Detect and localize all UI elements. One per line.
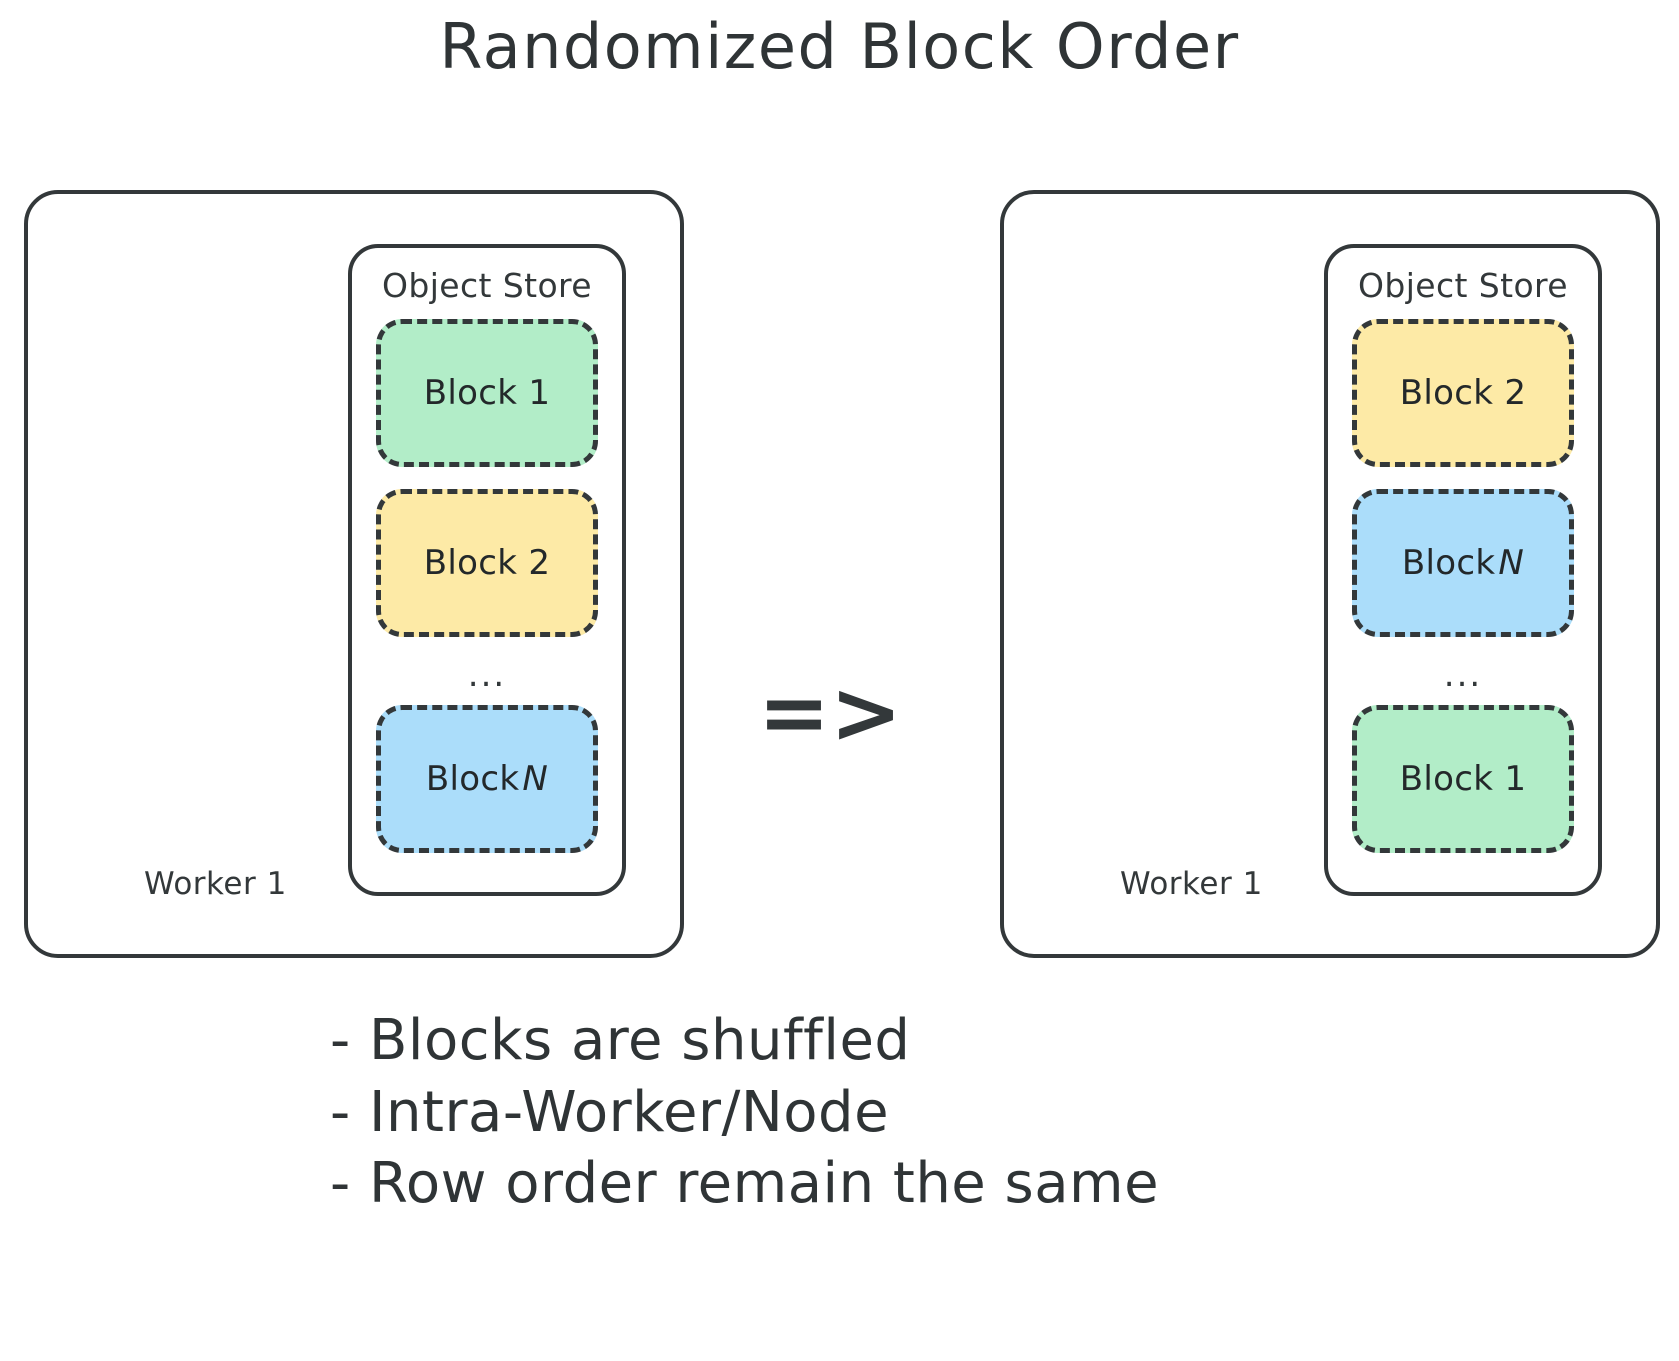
object-store-before: Object Store Block 1 Block 2 ... Block N	[348, 244, 626, 896]
block-item[interactable]: Block N	[376, 705, 598, 853]
ellipsis-indicator: ...	[467, 654, 507, 695]
note-line: - Blocks are shuffled	[330, 1008, 911, 1073]
note-line: - Intra-Worker/Node	[330, 1079, 890, 1145]
block-item[interactable]: Block 1	[1352, 705, 1574, 853]
object-store-after: Object Store Block 2 Block N ... Block 1	[1324, 244, 1602, 896]
worker-panel-after: Object Store Block 2 Block N ... Block 1…	[1000, 190, 1660, 958]
note-line: - Row order remain the same	[330, 1151, 1160, 1217]
block-label: Block	[1401, 543, 1496, 583]
page-title: Randomized Block Order	[439, 10, 1240, 83]
block-label: Block 1	[1399, 759, 1527, 799]
block-item[interactable]: Block 1	[376, 319, 598, 467]
block-item[interactable]: Block 2	[376, 489, 598, 637]
object-store-title: Object Store	[382, 266, 592, 305]
notes-list: - Blocks are shuffled - Intra-Worker/Nod…	[330, 1005, 1430, 1220]
block-item[interactable]: Block 2	[1352, 319, 1574, 467]
panels-container: Object Store Block 1 Block 2 ... Block N…	[0, 190, 1679, 965]
worker-label: Worker 1	[1120, 866, 1263, 902]
block-label: Block 2	[1399, 373, 1527, 413]
block-label-index: N	[1498, 543, 1525, 583]
block-label-index: N	[522, 759, 549, 799]
ellipsis-indicator: ...	[1443, 654, 1483, 695]
arrow-right-icon: =>	[757, 663, 903, 763]
worker-label: Worker 1	[144, 866, 287, 902]
object-store-title: Object Store	[1358, 266, 1568, 305]
block-item[interactable]: Block N	[1352, 489, 1574, 637]
block-label: Block	[425, 759, 520, 799]
block-label: Block 1	[423, 373, 551, 413]
block-label: Block 2	[423, 543, 551, 583]
worker-panel-before: Object Store Block 1 Block 2 ... Block N…	[24, 190, 684, 958]
